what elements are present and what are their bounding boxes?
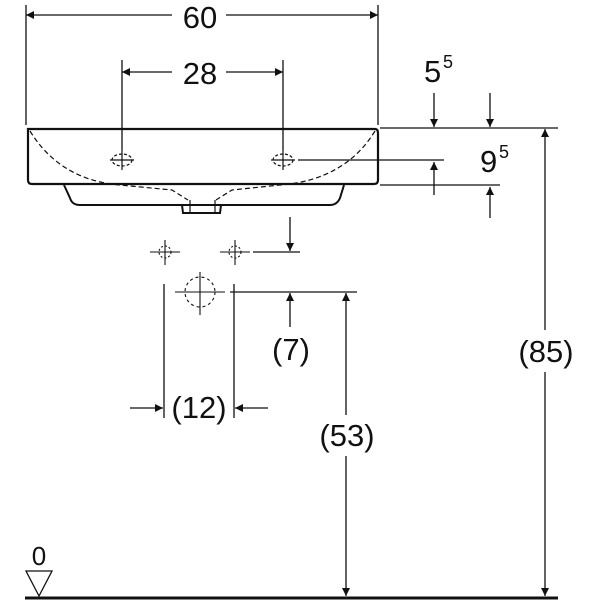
washbasin xyxy=(26,127,380,214)
tap-hole-left xyxy=(110,150,134,170)
dim-supply-drop xyxy=(230,217,357,327)
label-rim-offset: 5 xyxy=(424,54,441,89)
waste-connection xyxy=(175,272,225,315)
label-tap-hole-depth-sup: 5 xyxy=(499,142,509,162)
tap-hole-right xyxy=(271,150,295,170)
bowl-hidden-line xyxy=(29,130,376,201)
waste-outlet xyxy=(181,204,222,214)
label-floor-level: 0 xyxy=(32,541,46,571)
basin-underside xyxy=(63,184,345,206)
label-rim-height: (85) xyxy=(518,334,573,369)
label-rim-offset-sup: 5 xyxy=(443,52,453,72)
dim-rim-refs xyxy=(298,93,558,218)
dim-tap-spacing xyxy=(121,60,284,150)
label-waste-height: (53) xyxy=(319,418,374,453)
label-supply-drop: (7) xyxy=(272,332,310,367)
supply-right xyxy=(220,240,250,265)
label-overall-width: 60 xyxy=(183,0,217,35)
dim-overall-width xyxy=(25,5,379,125)
basin-body-outline xyxy=(26,127,380,186)
label-tap-hole-depth: 9 xyxy=(480,144,497,179)
dim-supply-spacing xyxy=(130,284,268,418)
label-tap-spacing: 28 xyxy=(183,56,217,91)
floor-level-marker-icon xyxy=(24,570,54,598)
label-supply-spacing: (12) xyxy=(171,390,226,425)
supply-left xyxy=(150,240,180,265)
